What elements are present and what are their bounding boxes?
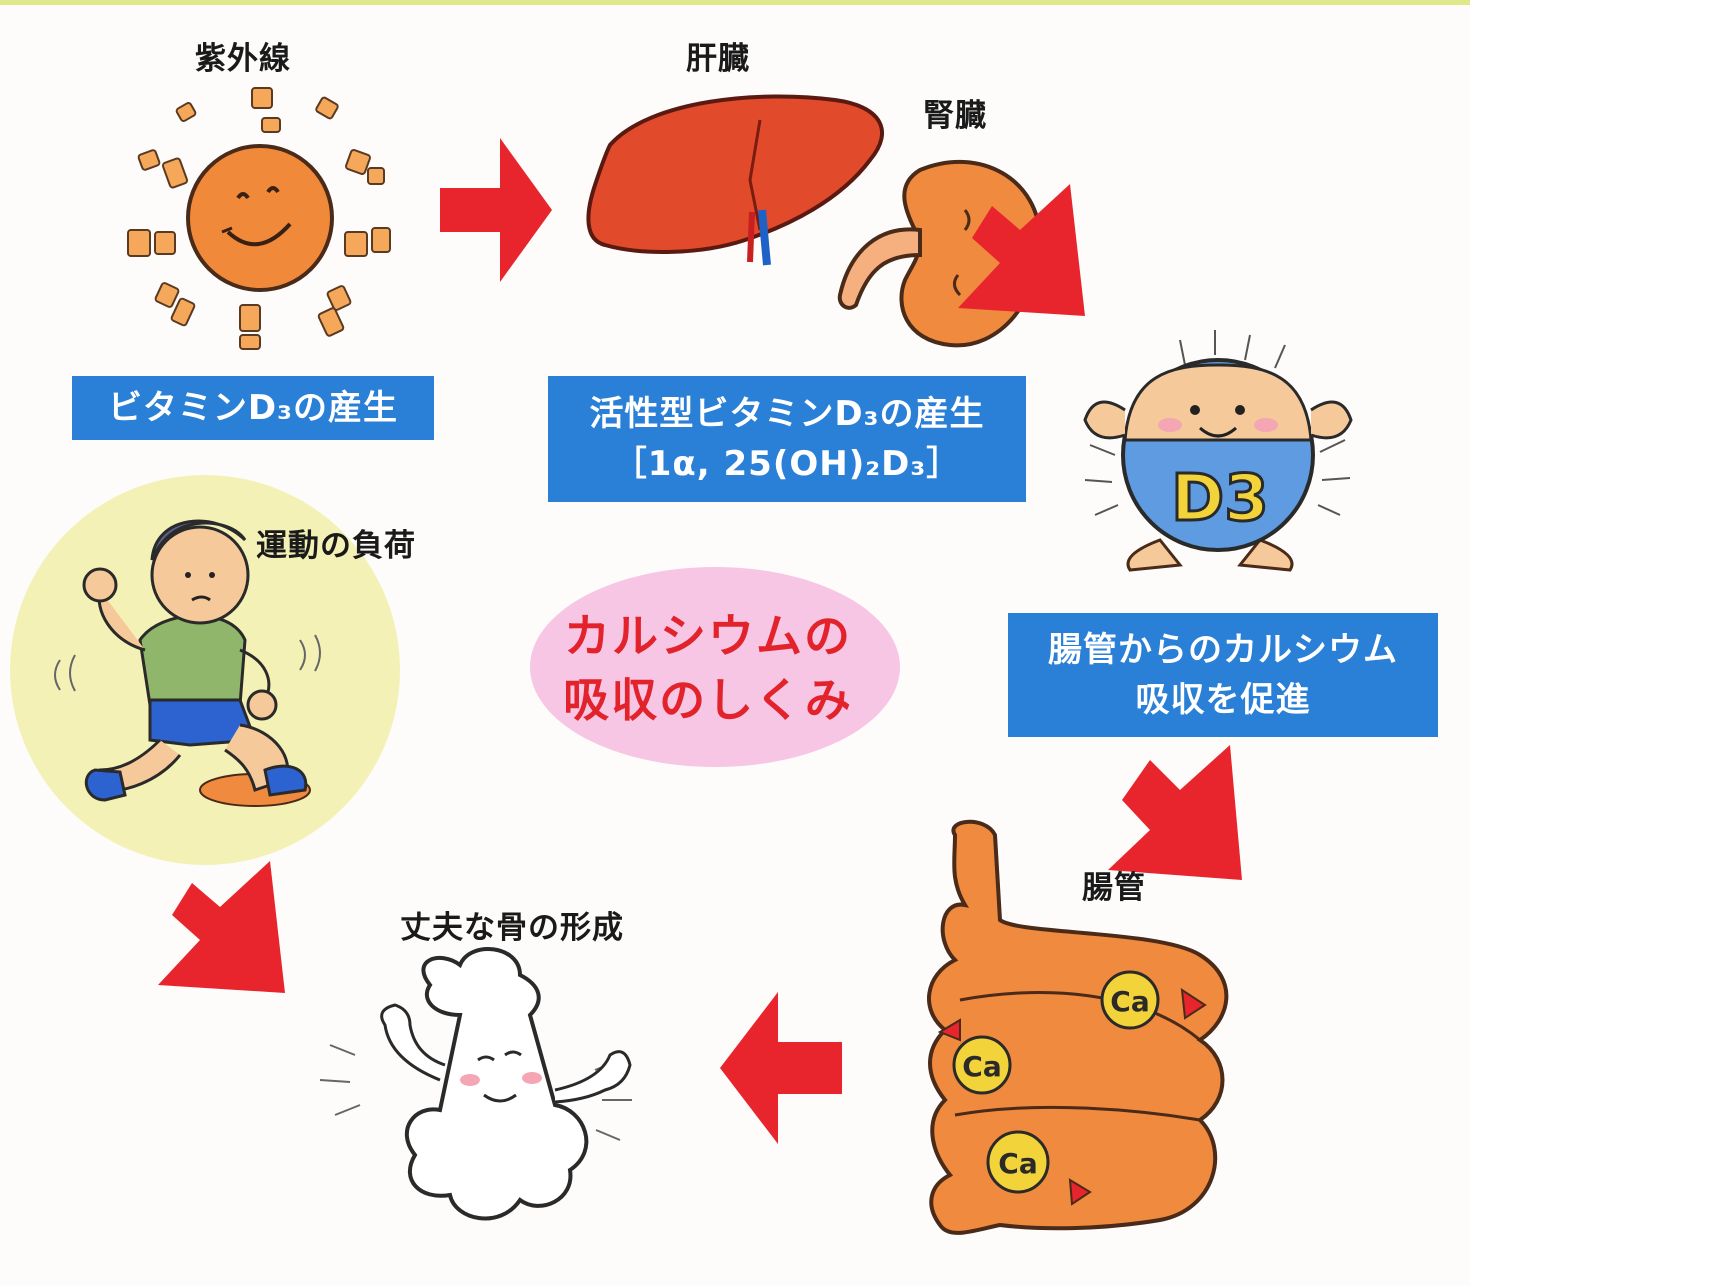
calcium-1-text: Ca: [1110, 985, 1149, 1018]
illustration-layer: D3 Ca Ca Ca: [10, 87, 1353, 1235]
diagram-title-line1: カルシウムの: [564, 609, 852, 663]
sun-icon: [127, 87, 391, 350]
vitamin-d3-mascot-icon: D3: [1083, 330, 1353, 572]
top-strip: [0, 0, 1470, 5]
arrow-kidney-to-d3: [958, 184, 1085, 316]
arrow-d3-to-intestine: [1108, 745, 1242, 880]
active-vitamin-d3-line1: 活性型ビタミンD₃の産生: [589, 394, 985, 434]
bone-label: 丈夫な骨の形成: [400, 910, 624, 946]
calcium-absorption-box: 腸管からのカルシウム 吸収を促進: [1008, 613, 1438, 737]
intestine-label: 腸管: [1082, 870, 1146, 906]
vitamin-d3-production-text: ビタミンD₃の産生: [107, 388, 399, 428]
title-bubble: [530, 567, 900, 767]
diagram-canvas: D3 Ca Ca Ca: [0, 0, 1470, 1235]
calcium-3-text: Ca: [998, 1147, 1037, 1180]
arrow-intestine-to-bone: [720, 992, 842, 1144]
vitamin-d3-production-box: ビタミンD₃の産生: [72, 376, 434, 440]
arrow-uv-to-liver: [440, 138, 552, 282]
calcium-2-text: Ca: [962, 1050, 1001, 1083]
runner-icon: [54, 519, 321, 807]
uv-label: 紫外線: [195, 41, 291, 77]
d3-mascot-text: D3: [1171, 462, 1269, 536]
liver-icon: [586, 94, 884, 266]
diagram-title: カルシウムの 吸収のしくみ: [528, 575, 888, 761]
bone-icon: [319, 947, 632, 1221]
diagram-title-line2: 吸収のしくみ: [563, 673, 853, 727]
active-vitamin-d3-box: 活性型ビタミンD₃の産生 ［1α, 25(OH)₂D₃］: [548, 376, 1026, 502]
calcium-absorption-line2: 吸収を促進: [1135, 680, 1311, 720]
intestine-icon: Ca Ca Ca: [927, 819, 1229, 1235]
active-vitamin-d3-line2: ［1α, 25(OH)₂D₃］: [612, 444, 962, 484]
kidney-label: 腎臓: [923, 98, 987, 134]
calcium-absorption-line1: 腸管からのカルシウム: [1048, 630, 1398, 670]
arrow-exercise-to-bone: [158, 861, 285, 993]
liver-label: 肝臓: [686, 41, 750, 77]
exercise-label: 運動の負荷: [256, 528, 416, 564]
